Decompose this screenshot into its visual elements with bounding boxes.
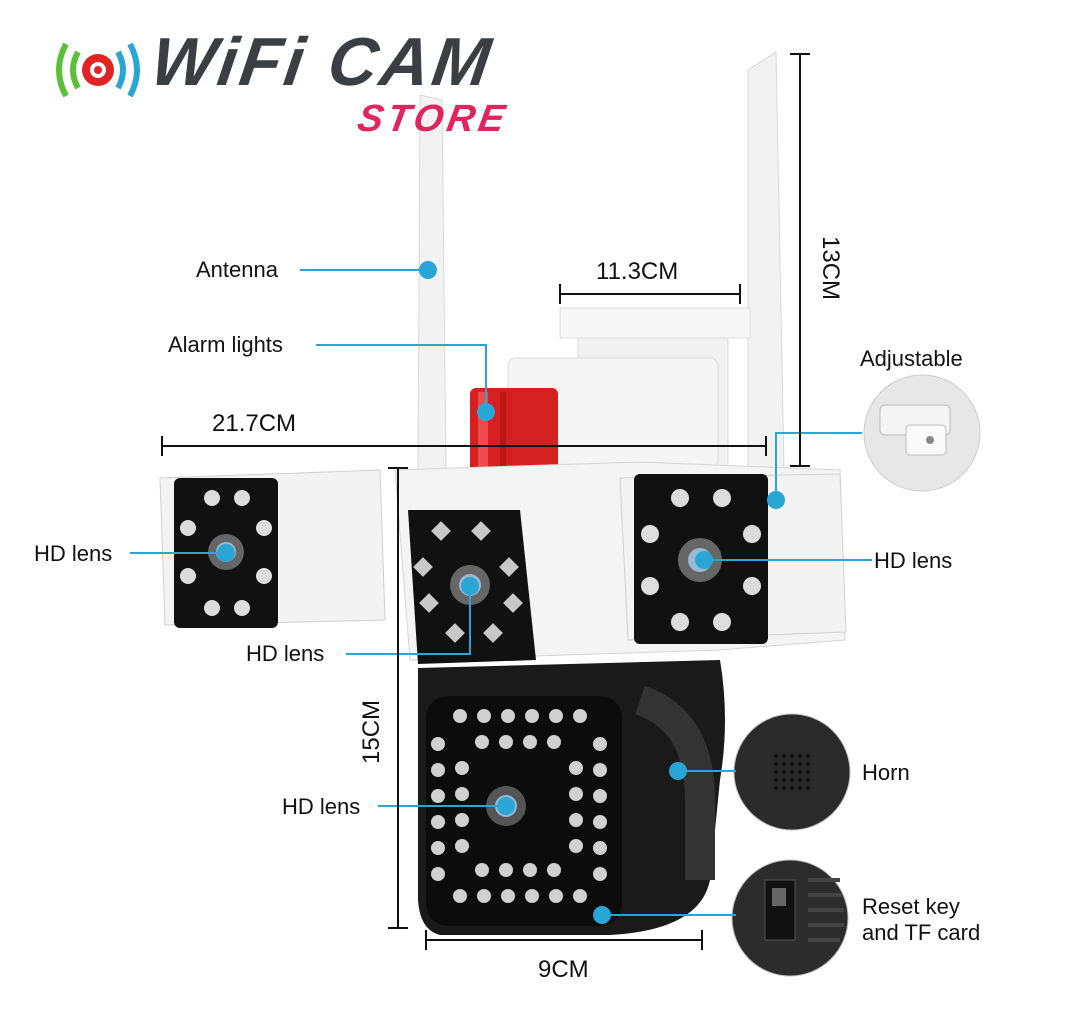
led	[453, 709, 467, 723]
label-horn: Horn	[862, 760, 910, 785]
led	[569, 761, 583, 775]
led	[477, 889, 491, 903]
label-hd-lens-right: HD lens	[874, 548, 953, 573]
led	[477, 709, 491, 723]
label-adjustable: Adjustable	[860, 346, 963, 371]
led	[547, 863, 561, 877]
brand-name: WiFi CAM	[146, 24, 499, 100]
led	[431, 763, 445, 777]
led	[593, 789, 607, 803]
horn-inset	[733, 713, 851, 831]
led	[431, 867, 445, 881]
led	[455, 761, 469, 775]
speaker-hole	[806, 778, 810, 782]
speaker-hole	[782, 770, 786, 774]
speaker-hole	[798, 770, 802, 774]
left-bullet-camera	[159, 469, 386, 628]
dim-height-body: 15CM	[358, 699, 385, 764]
speaker-hole	[774, 762, 778, 766]
ptz-dome	[418, 660, 725, 935]
alarm-light	[470, 388, 558, 472]
speaker-hole	[790, 786, 794, 790]
speaker-hole	[806, 754, 810, 758]
label-alarm-lights: Alarm lights	[168, 332, 283, 357]
dimension-lines	[161, 53, 810, 950]
speaker-hole	[782, 786, 786, 790]
led	[453, 889, 467, 903]
dim-width-top: 11.3CM	[596, 258, 679, 285]
label-reset-key-1: Reset key	[862, 894, 960, 919]
led	[549, 709, 563, 723]
brand-tagline: STORE	[354, 98, 512, 140]
speaker-hole	[790, 754, 794, 758]
led	[431, 789, 445, 803]
adjustable-inset	[863, 374, 981, 492]
led	[431, 737, 445, 751]
speaker-hole	[782, 762, 786, 766]
led	[593, 763, 607, 777]
speaker-hole	[798, 762, 802, 766]
led	[501, 709, 515, 723]
dim-width-base: 9CM	[538, 956, 589, 983]
antenna-left	[417, 94, 447, 471]
led	[501, 889, 515, 903]
led	[431, 841, 445, 855]
led	[593, 815, 607, 829]
speaker-hole	[782, 754, 786, 758]
wifi-signal-icon	[56, 42, 140, 98]
dim-height-antenna: 13CM	[817, 236, 844, 301]
led	[523, 863, 537, 877]
speaker-hole	[790, 778, 794, 782]
dim-width-total: 21.7CM	[212, 410, 297, 437]
led	[455, 839, 469, 853]
led	[475, 863, 489, 877]
led	[431, 815, 445, 829]
led	[499, 735, 513, 749]
led	[547, 735, 561, 749]
led	[475, 735, 489, 749]
speaker-hole	[806, 762, 810, 766]
label-reset-key-2: and TF card	[862, 920, 981, 945]
speaker-hole	[798, 754, 802, 758]
label-hd-lens-center: HD lens	[246, 641, 325, 666]
speaker-hole	[798, 778, 802, 782]
led	[573, 889, 587, 903]
led	[569, 813, 583, 827]
led	[499, 863, 513, 877]
led	[455, 787, 469, 801]
speaker-hole	[790, 762, 794, 766]
speaker-hole	[774, 786, 778, 790]
led	[593, 841, 607, 855]
led	[593, 867, 607, 881]
speaker-hole	[774, 778, 778, 782]
led	[593, 737, 607, 751]
speaker-hole	[782, 778, 786, 782]
speaker-hole	[774, 770, 778, 774]
label-hd-lens-left: HD lens	[34, 541, 113, 566]
led	[569, 787, 583, 801]
label-antenna: Antenna	[196, 257, 278, 282]
led	[549, 889, 563, 903]
led	[455, 813, 469, 827]
led	[525, 889, 539, 903]
speaker-hole	[798, 786, 802, 790]
led	[573, 709, 587, 723]
led	[569, 839, 583, 853]
speaker-hole	[806, 770, 810, 774]
led	[523, 735, 537, 749]
label-hd-lens-bottom: HD lens	[282, 794, 361, 819]
speaker-hole	[774, 754, 778, 758]
reset-inset	[731, 859, 849, 977]
antenna-right	[747, 51, 785, 471]
led	[525, 709, 539, 723]
speaker-hole	[790, 770, 794, 774]
speaker-hole	[806, 786, 810, 790]
callout-lines	[130, 261, 872, 924]
